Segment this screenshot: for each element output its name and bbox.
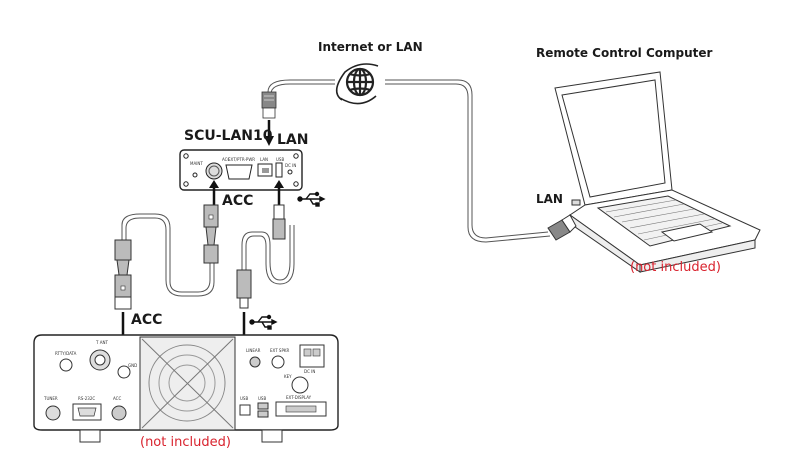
usb-icon xyxy=(297,191,326,207)
port-label-extspkr: EXT SPKR xyxy=(270,348,289,353)
rj45-plug-top xyxy=(261,91,277,146)
port-label-lan: LAN xyxy=(260,157,268,162)
port-label-dcin: DC IN xyxy=(304,369,315,374)
globe-icon xyxy=(335,63,379,105)
transceiver-rear-panel: RTTY/DATA T ANT GND TUNER RS-232C ACC LI… xyxy=(33,334,339,443)
port-label-extdisplay: EXT-DISPLAY xyxy=(286,395,312,400)
acc-label-scu: ACC xyxy=(222,193,254,209)
not-included-transceiver: (not included) xyxy=(140,435,231,450)
scu-lan10-label: SCU-LAN10 xyxy=(184,128,273,144)
lan-cable-network xyxy=(267,79,551,243)
port-label-dcin: DC IN xyxy=(285,163,296,168)
acc-label-transceiver: ACC xyxy=(131,312,163,328)
port-label-ext: EXT/PTR-PWR xyxy=(228,157,255,162)
port-label-rtty: RTTY/DATA xyxy=(55,351,77,356)
port-label-usb2: USB xyxy=(258,396,266,401)
acc-cable xyxy=(114,204,219,310)
rj45-plug-laptop xyxy=(547,214,577,241)
port-label-tant: T ANT xyxy=(95,340,108,345)
port-label-gnd: GND xyxy=(128,363,137,368)
lan-label-scu: LAN xyxy=(277,132,309,148)
remote-computer-label: Remote Control Computer xyxy=(536,46,713,60)
arrow-acc-up xyxy=(209,180,219,205)
usb-cable xyxy=(236,204,295,309)
internet-lan-label: Internet or LAN xyxy=(318,40,423,54)
port-label-usb1: USB xyxy=(240,396,248,401)
port-label-tuner: TUNER xyxy=(43,396,58,401)
port-label-key: KEY xyxy=(284,374,292,379)
usb-icon xyxy=(249,314,278,330)
port-label-acc: ACC xyxy=(113,396,121,401)
laptop-computer xyxy=(554,71,761,273)
lan-label-computer: LAN xyxy=(536,192,563,206)
port-label-rs232c: RS-232C xyxy=(78,396,95,401)
scu-lan10-unit: MAINT ACC EXT/PTR-PWR LAN USB DC IN xyxy=(179,149,303,191)
port-label-maint: MAINT xyxy=(190,161,203,166)
not-included-computer: (not included) xyxy=(630,260,721,275)
port-label-usb: USB xyxy=(276,157,284,162)
port-label-acc: ACC xyxy=(222,157,230,162)
arrow-usb-up xyxy=(274,180,284,205)
port-label-linear: LINEAR xyxy=(246,348,261,353)
